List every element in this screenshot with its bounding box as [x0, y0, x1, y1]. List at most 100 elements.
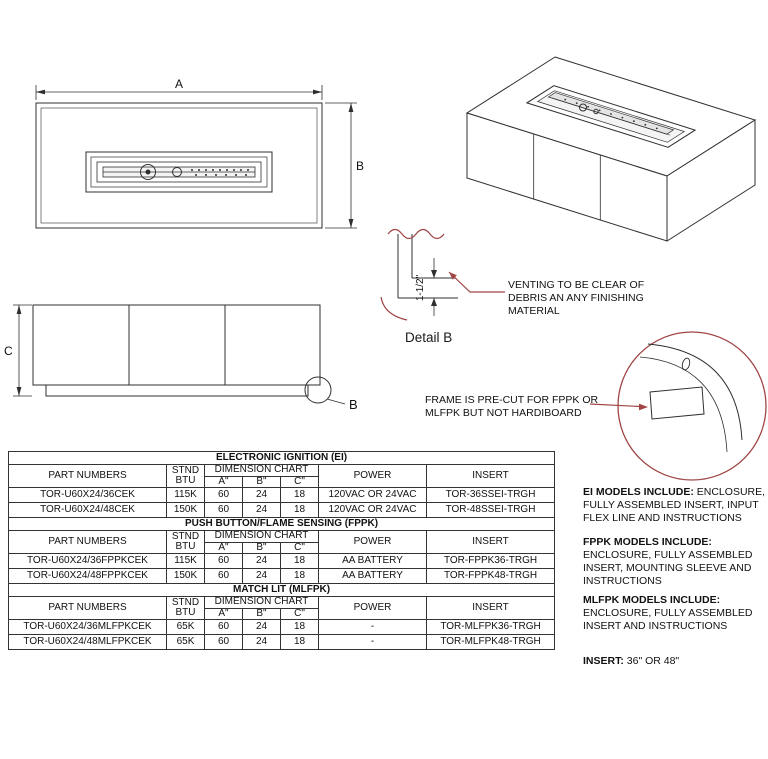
burner-orifice-dots	[191, 169, 249, 176]
cell-insert: TOR-FPPK36-TRGH	[425, 553, 556, 569]
cell-insert: TOR-36SSEI-TRGH	[425, 487, 556, 503]
dim-c-arrow-top	[16, 305, 22, 314]
vent-dim-arrow-bottom	[431, 298, 437, 306]
table-row: TOR-U60X24/48FPPKCEK 150K 60 24 18 AA BA…	[8, 568, 556, 584]
cell-b: 24	[242, 502, 281, 518]
cell-insert: TOR-48SSEI-TRGH	[425, 502, 556, 518]
dim-a-arrow-left	[36, 89, 45, 95]
enclosure-outline-front	[32, 304, 321, 386]
note-label: INSERT:	[583, 655, 624, 667]
note-mlfpk-models: MLFPK MODELS INCLUDE: ENCLOSURE, FULLY A…	[583, 594, 767, 633]
cell-power: -	[318, 634, 427, 650]
spec-table-mlfpk: MATCH LIT (MLFPK) PART NUMBERS STND BTU …	[7, 583, 556, 650]
cell-a: 60	[204, 502, 243, 518]
frame-leader-line	[589, 403, 641, 408]
col-c: C"	[280, 475, 319, 488]
note-text: 36" OR 48"	[626, 655, 680, 667]
dimension-a	[35, 85, 323, 100]
dim-b-label: B	[356, 159, 364, 173]
spec-tables: ELECTRONIC IGNITION (EI) PART NUMBERS ST…	[7, 451, 556, 650]
col-dimension-chart: DIMENSION CHART	[204, 530, 319, 543]
note-insert-sizes: INSERT: 36" OR 48"	[583, 655, 767, 668]
col-stnd-btu: STND BTU	[166, 596, 205, 620]
cell-a: 60	[204, 619, 243, 635]
cell-btu: 115K	[166, 553, 205, 569]
dim-b-arrow-top	[348, 103, 354, 112]
col-power: POWER	[318, 596, 427, 620]
cell-b: 24	[242, 553, 281, 569]
note-label: FPPK MODELS INCLUDE:	[583, 536, 712, 548]
detail-b-title: Detail B	[405, 330, 452, 345]
cell-part: TOR-U60X24/48FPPKCEK	[8, 568, 167, 584]
table-title: ELECTRONIC IGNITION (EI)	[7, 451, 556, 465]
cell-insert: TOR-MLFPK36-TRGH	[425, 619, 556, 635]
note-text: ENCLOSURE, FULLY ASSEMBLED INSERT AND IN…	[583, 607, 753, 633]
spec-table-ei: ELECTRONIC IGNITION (EI) PART NUMBERS ST…	[7, 451, 556, 518]
table-header-row: PART NUMBERS STND BTU DIMENSION CHART PO…	[8, 464, 556, 488]
col-part-numbers: PART NUMBERS	[8, 596, 167, 620]
frame-leader-arrow	[639, 403, 648, 411]
table-row: TOR-U60X24/36CEK 115K 60 24 18 120VAC OR…	[8, 487, 556, 503]
col-a: A"	[204, 541, 243, 554]
precut-opening	[649, 386, 705, 420]
cell-c: 18	[280, 502, 319, 518]
cell-c: 18	[280, 619, 319, 635]
table-row: TOR-U60X24/36MLFPKCEK 65K 60 24 18 - TOR…	[8, 619, 556, 635]
note-text: ENCLOSURE, FULLY ASSEMBLED INSERT, INPUT…	[583, 486, 766, 525]
col-part-numbers: PART NUMBERS	[8, 464, 167, 488]
cell-a: 60	[204, 568, 243, 584]
iso-end-face	[666, 119, 756, 242]
dim-b-arrow-bottom	[348, 219, 354, 228]
note-ei-models: EI MODELS INCLUDE: ENCLOSURE, FULLY ASSE…	[583, 486, 767, 525]
cell-power: AA BATTERY	[318, 568, 427, 584]
frame-note: FRAME IS PRE-CUT FOR FPPK OR MLFPK BUT N…	[425, 394, 599, 419]
table-title: PUSH BUTTON/FLAME SENSING (FPPK)	[7, 517, 556, 531]
cell-power: 120VAC OR 24VAC	[318, 487, 427, 503]
cell-c: 18	[280, 487, 319, 503]
burner-tray-top	[85, 151, 273, 193]
col-insert: INSERT	[425, 464, 556, 488]
cell-btu: 150K	[166, 502, 205, 518]
dim-c-arrow-bottom	[16, 387, 22, 396]
cell-part: TOR-U60X24/36MLFPKCEK	[8, 619, 167, 635]
cell-insert: TOR-MLFPK48-TRGH	[425, 634, 556, 650]
cell-a: 60	[204, 487, 243, 503]
col-c: C"	[280, 607, 319, 620]
cell-part: TOR-U60X24/48MLFPKCEK	[8, 634, 167, 650]
venting-leader-arrow	[449, 272, 457, 280]
table-title-row: MATCH LIT (MLFPK)	[7, 583, 556, 597]
table-subheader-row: A" B" C"	[9, 541, 555, 554]
iso-orifice-dots	[564, 98, 658, 130]
vent-dimension-label: 1-1/2"	[415, 274, 426, 301]
cell-btu: 150K	[166, 568, 205, 584]
col-power: POWER	[318, 530, 427, 554]
cell-power: -	[318, 619, 427, 635]
col-a: A"	[204, 607, 243, 620]
col-a: A"	[204, 475, 243, 488]
cell-b: 24	[242, 634, 281, 650]
col-c: C"	[280, 541, 319, 554]
note-label: MLFPK MODELS INCLUDE:	[583, 594, 721, 606]
table-header-row: PART NUMBERS STND BTU DIMENSION CHART PO…	[8, 596, 556, 620]
cell-part: TOR-U60X24/36FPPKCEK	[8, 553, 167, 569]
detail-b-callout-circle	[304, 376, 332, 404]
col-b: B"	[242, 607, 281, 620]
col-stnd-btu: STND BTU	[166, 530, 205, 554]
note-label: EI MODELS INCLUDE:	[583, 486, 694, 498]
table-title-row: PUSH BUTTON/FLAME SENSING (FPPK)	[7, 517, 556, 531]
note-fppk-models: FPPK MODELS INCLUDE: ENCLOSURE, FULLY AS…	[583, 536, 767, 588]
cell-btu: 65K	[166, 619, 205, 635]
cell-c: 18	[280, 634, 319, 650]
cell-insert: TOR-FPPK48-TRGH	[425, 568, 556, 584]
isometric-view-drawing	[465, 56, 757, 242]
pilot-assembly-icon	[140, 164, 156, 180]
table-header-row: PART NUMBERS STND BTU DIMENSION CHART PO…	[8, 530, 556, 554]
technical-drawings: A B B C	[4, 56, 767, 481]
cell-btu: 65K	[166, 634, 205, 650]
venting-leader-line	[448, 271, 505, 293]
table-subheader-row: A" B" C"	[9, 475, 555, 488]
vent-dim-arrow-top	[431, 270, 437, 278]
table-row: TOR-U60X24/48CEK 150K 60 24 18 120VAC OR…	[8, 502, 556, 518]
dim-a-arrow-right	[313, 89, 322, 95]
